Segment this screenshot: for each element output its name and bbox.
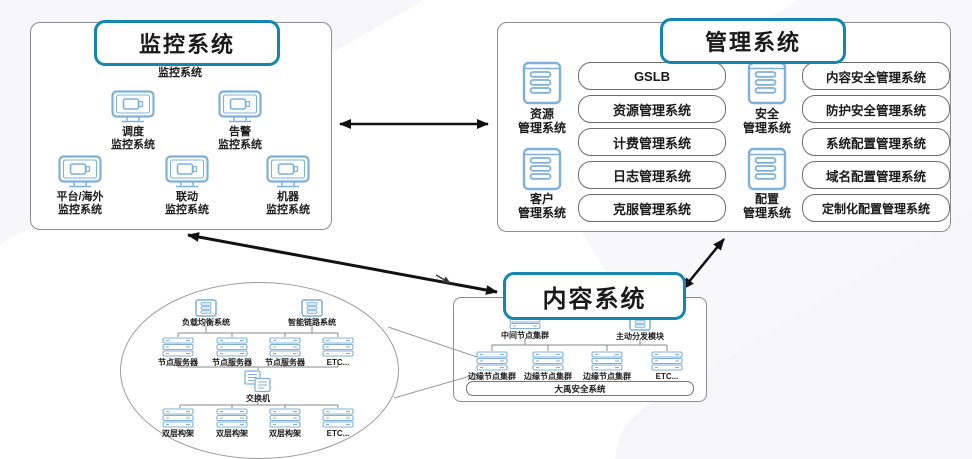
node-platform-overseas-monitoring: 平台/海外 监控系统 <box>35 155 125 217</box>
node-server-3: 节点服务器 <box>257 337 313 367</box>
pill-service-mgmt: 克服管理系统 <box>578 194 726 222</box>
stacked-server-icon <box>322 337 354 357</box>
node-linkage-monitoring: 联动 监控系统 <box>142 155 232 217</box>
server-icon <box>747 147 787 191</box>
server-icon <box>747 61 787 105</box>
small-server-icon <box>195 299 217 317</box>
pill-protection-security: 防护安全管理系统 <box>802 95 950 123</box>
pill-resource-mgmt: 资源管理系统 <box>578 95 726 123</box>
pill-gslb: GSLB <box>578 62 726 90</box>
server-icon <box>522 61 562 105</box>
node-smart-link: 智能链路系统 <box>277 299 347 327</box>
node-label: 双层构架 <box>162 429 194 438</box>
pill-log-mgmt: 日志管理系统 <box>578 161 726 189</box>
small-server-icon <box>301 299 323 317</box>
pill-content-security: 内容安全管理系统 <box>802 62 950 90</box>
node-label: 节点服务器 <box>158 358 198 367</box>
node-label: 边缘节点集群 <box>583 372 631 381</box>
monitor-icon <box>164 155 210 189</box>
node-edge-cluster-2: 边缘节点集群 <box>518 351 578 381</box>
node-label: ETC... <box>326 429 350 438</box>
customer-mgmt-server <box>522 147 562 191</box>
config-mgmt-label: 配置 管理系统 <box>742 192 791 221</box>
arrow-small-pointer <box>435 274 451 284</box>
stacked-server-icon <box>216 408 248 428</box>
node-server-1: 节点服务器 <box>150 337 206 367</box>
node-label: 边缘节点集群 <box>524 372 572 381</box>
stacked-server-icon <box>162 408 194 428</box>
node-label: 联动 监控系统 <box>165 191 209 217</box>
node-edge-cluster-1: 边缘节点集群 <box>462 351 522 381</box>
node-server-etc: ETC... <box>310 337 366 367</box>
node-label: 平台/海外 监控系统 <box>56 191 104 217</box>
dayu-security-bar: 大禹安全系统 <box>466 381 694 396</box>
node-dual-layer-1: 双层构架 <box>150 408 206 438</box>
node-server-2: 节点服务器 <box>204 337 260 367</box>
node-label: 智能链路系统 <box>288 318 336 327</box>
node-label: 告警 监控系统 <box>218 126 262 152</box>
node-dual-layer-2: 双层构架 <box>204 408 260 438</box>
config-mgmt-server <box>747 147 787 191</box>
node-label: 调度 监控系统 <box>111 126 155 152</box>
server-icon <box>522 147 562 191</box>
monitor-icon <box>217 90 263 124</box>
monitoring-sublabel: 监控系统 <box>158 67 202 79</box>
node-alarm-monitoring: 告警 监控系统 <box>195 90 285 152</box>
node-label: 交换机 <box>246 394 270 403</box>
stacked-server-icon <box>476 351 508 371</box>
stacked-server-icon <box>216 337 248 357</box>
node-label: 中间节点集群 <box>501 331 549 340</box>
node-label: 负载均衡系统 <box>182 318 230 327</box>
resource-mgmt-server <box>522 61 562 105</box>
node-load-balancer: 负载均衡系统 <box>171 299 241 327</box>
customer-mgmt-label: 客户 管理系统 <box>517 192 566 221</box>
stacked-server-icon <box>591 351 623 371</box>
node-dual-layer-etc: ETC... <box>310 408 366 438</box>
node-dispatch-monitoring: 调度 监控系统 <box>88 90 178 152</box>
security-mgmt-server <box>747 61 787 105</box>
node-label: 节点服务器 <box>212 358 252 367</box>
resource-mgmt-label: 资源 管理系统 <box>517 107 566 136</box>
node-label: 双层构架 <box>216 429 248 438</box>
monitor-icon <box>265 155 311 189</box>
monitoring-system-badge: 监控系统 <box>94 20 280 66</box>
switch-icon <box>244 370 272 393</box>
node-switch: 交换机 <box>233 370 283 403</box>
node-machine-monitoring: 机器 监控系统 <box>243 155 333 217</box>
stacked-server-icon <box>162 337 194 357</box>
node-label: 机器 监控系统 <box>266 191 310 217</box>
node-edge-cluster-3: 边缘节点集群 <box>577 351 637 381</box>
stacked-server-icon <box>651 351 683 371</box>
node-dual-layer-3: 双层构架 <box>257 408 313 438</box>
pill-billing-mgmt: 计费管理系统 <box>578 128 726 156</box>
node-label: 节点服务器 <box>265 358 305 367</box>
stacked-server-icon <box>269 408 301 428</box>
stacked-server-icon <box>269 337 301 357</box>
node-edge-etc: ETC... <box>637 351 697 381</box>
pill-custom-config: 定制化配置管理系统 <box>802 194 950 222</box>
pill-domain-config: 域名配置管理系统 <box>802 161 950 189</box>
node-label: 双层构架 <box>269 429 301 438</box>
pill-system-config: 系统配置管理系统 <box>802 128 950 156</box>
management-system-badge: 管理系统 <box>660 18 846 64</box>
node-label: ETC... <box>326 358 350 367</box>
monitor-icon <box>57 155 103 189</box>
content-system-badge: 内容系统 <box>503 272 686 320</box>
monitor-icon <box>110 90 156 124</box>
stacked-server-icon <box>322 408 354 428</box>
node-label: ETC... <box>655 372 679 381</box>
stacked-server-icon <box>532 351 564 371</box>
security-mgmt-label: 安全 管理系统 <box>742 107 791 136</box>
node-label: 边缘节点集群 <box>468 372 516 381</box>
node-label: 主动分发模块 <box>616 332 664 341</box>
